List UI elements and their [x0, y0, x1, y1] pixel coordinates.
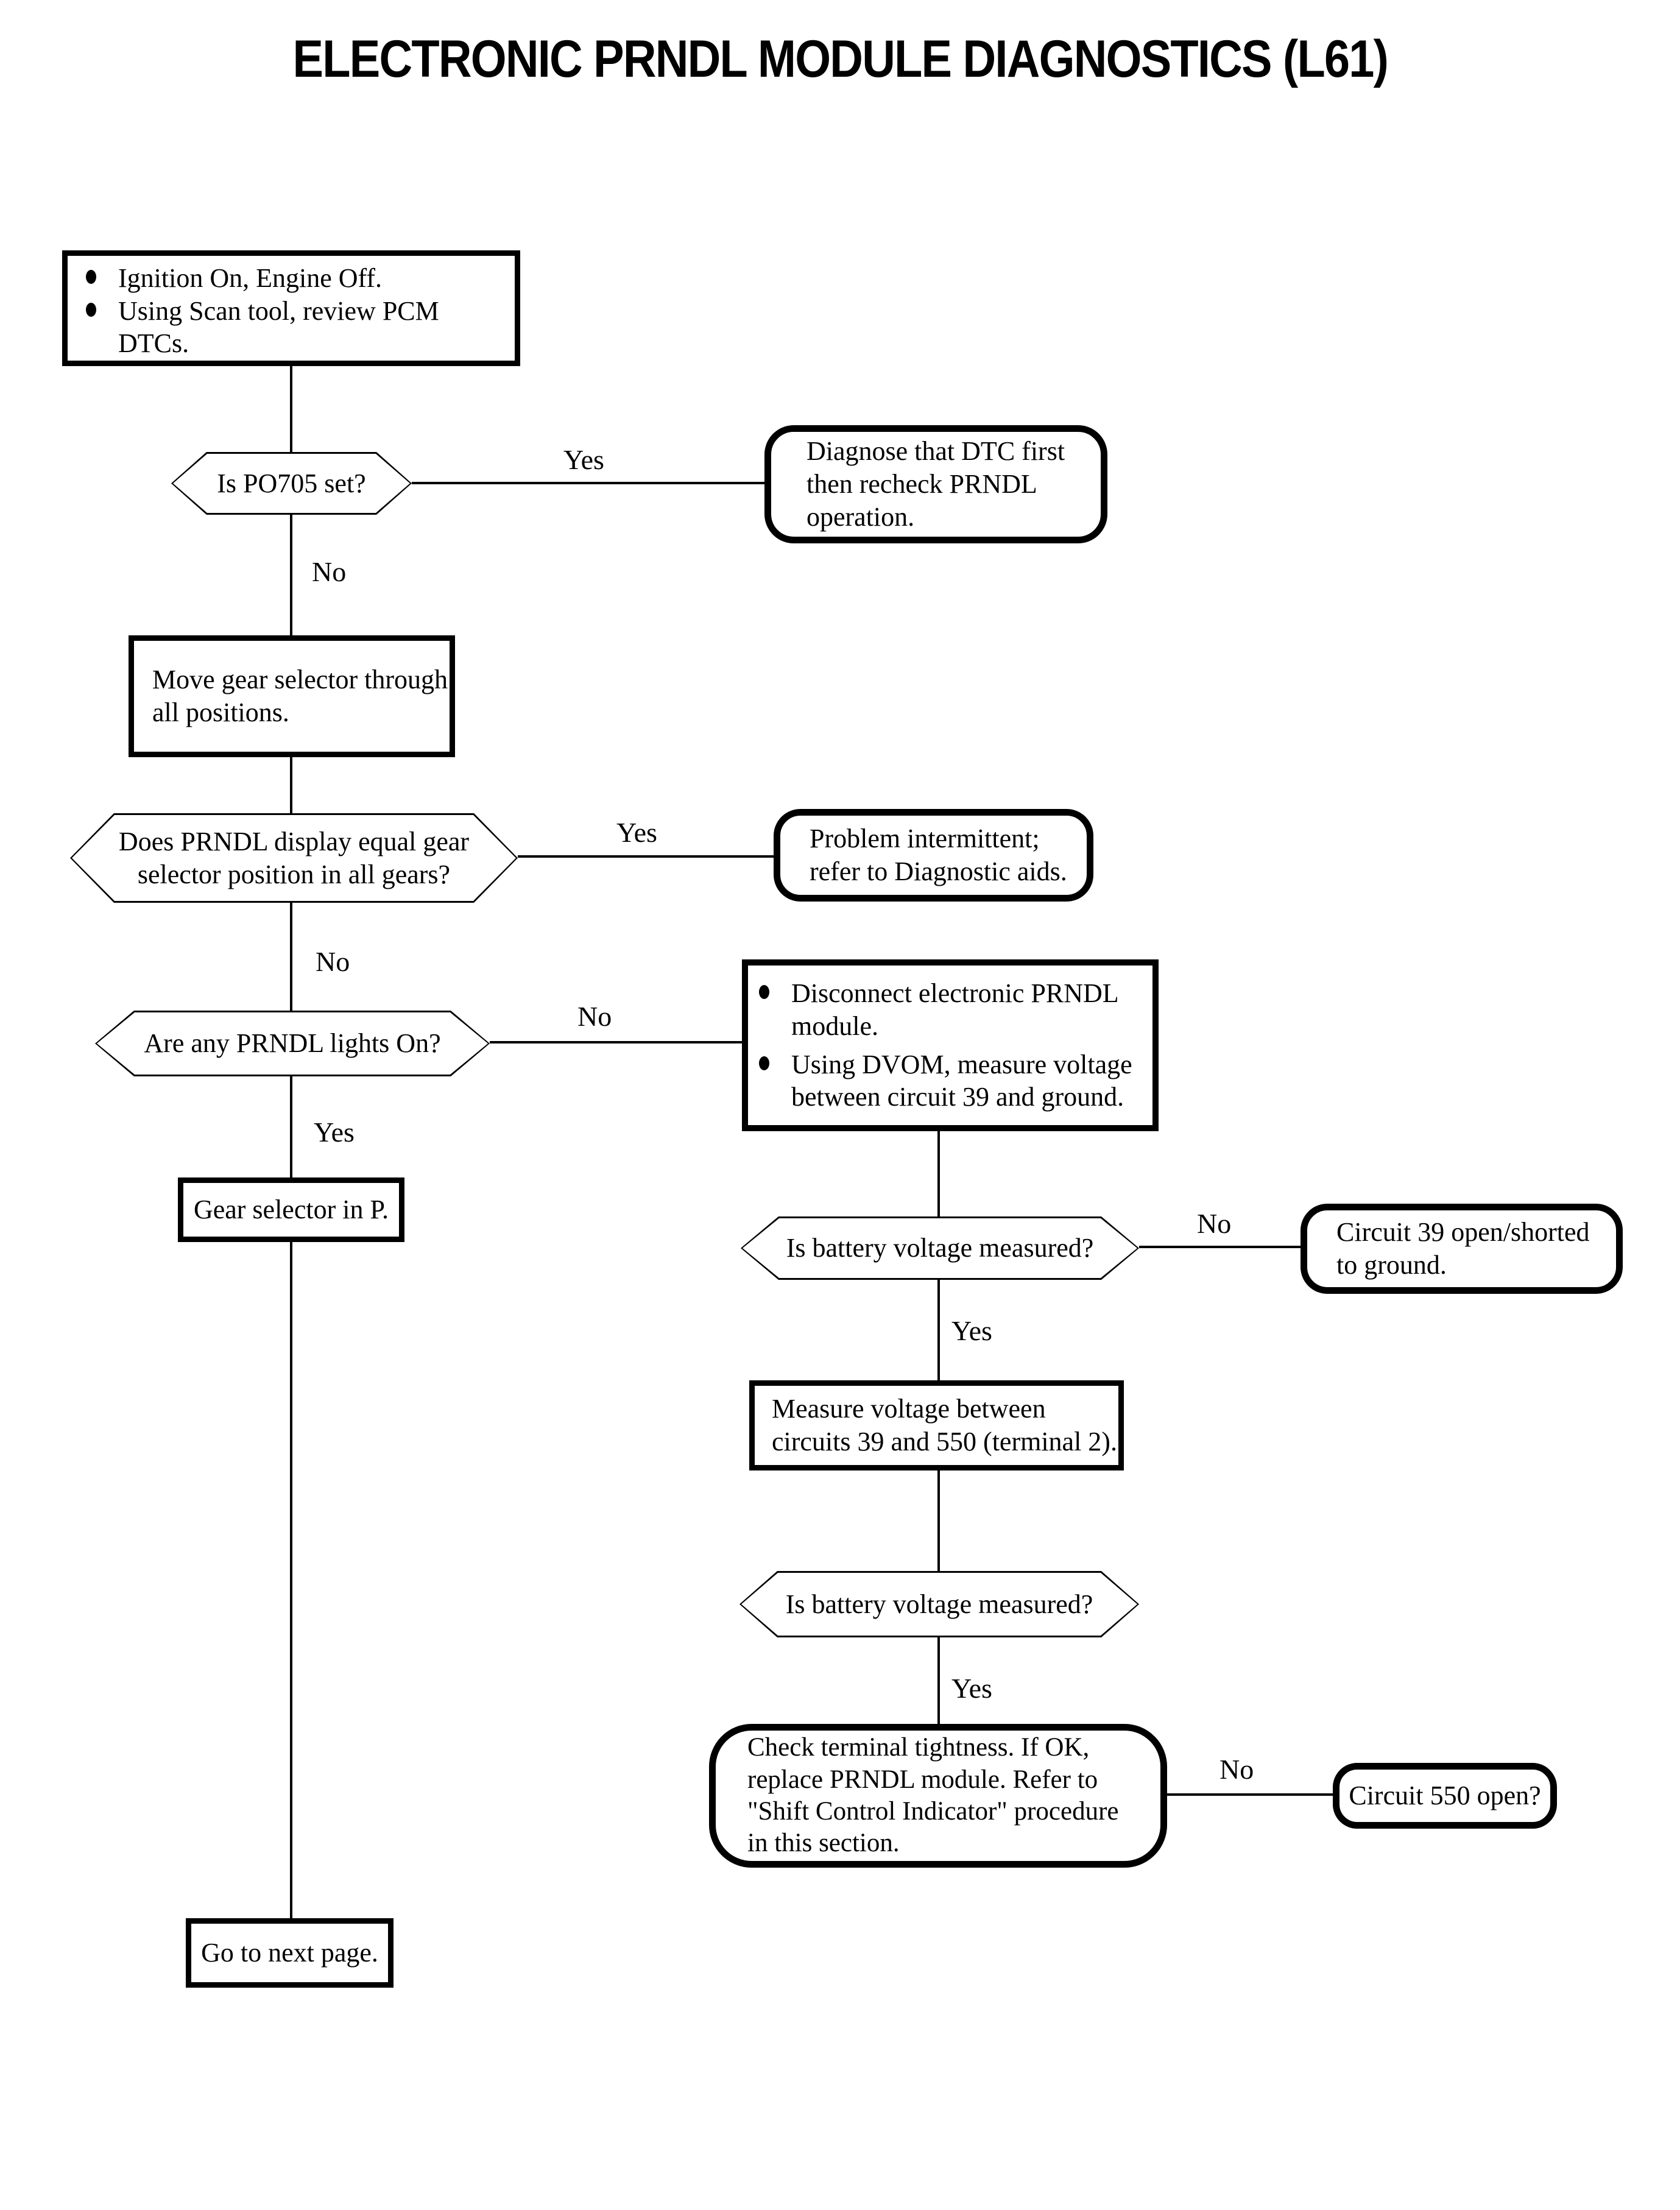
- process-text: Go to next page.: [201, 1938, 378, 1968]
- terminal-text: Diagnose that DTC first then recheck PRN…: [806, 436, 1065, 532]
- process-measure-voltage: Measure voltage between circuits 39 and …: [749, 1380, 1124, 1470]
- connector-line: [490, 1041, 742, 1043]
- terminal-circuit-550: Circuit 550 open?: [1333, 1763, 1557, 1829]
- process-go-to-next-page: Go to next page.: [186, 1918, 394, 1988]
- connector-line: [937, 1637, 940, 1724]
- connector-line: [518, 855, 774, 858]
- connector-line: [290, 515, 292, 635]
- bullet-item: Using Scan tool, review PCM DTCs.: [86, 295, 505, 360]
- bullet-text: Disconnect electronic PRNDL module.: [791, 978, 1119, 1041]
- bullet-icon: [86, 270, 96, 284]
- bullet-item: Disconnect electronic PRNDL module.: [759, 977, 1143, 1042]
- process-start: Ignition On, Engine Off. Using Scan tool…: [62, 250, 520, 366]
- edge-label-yes: Yes: [951, 1673, 992, 1704]
- connector-line: [412, 482, 764, 484]
- connector-line: [937, 1280, 940, 1380]
- process-gear-selector-in-p: Gear selector in P.: [178, 1177, 404, 1242]
- connector-line: [290, 903, 292, 1011]
- terminal-check-terminal-tightness: Check terminal tightness. If OK, replace…: [709, 1724, 1167, 1868]
- process-text: Move gear selector through all positions…: [152, 665, 448, 727]
- edge-label-yes: Yes: [314, 1117, 355, 1148]
- edge-label-no: No: [316, 946, 350, 977]
- bullet-list: Disconnect electronic PRNDL module. Usin…: [748, 966, 1152, 1125]
- connector-line: [290, 757, 292, 813]
- decision-text: Is battery voltage measured?: [785, 1589, 1093, 1619]
- terminal-problem-intermittent: Problem intermittent; refer to Diagnosti…: [774, 809, 1093, 902]
- decision-prndl-lights-on: Are any PRNDL lights On?: [95, 1011, 490, 1076]
- terminal-circuit-39: Circuit 39 open/shorted to ground.: [1301, 1204, 1623, 1294]
- connector-line: [937, 1470, 940, 1571]
- terminal-text: Problem intermittent; refer to Diagnosti…: [810, 824, 1067, 886]
- bullet-icon: [759, 985, 769, 1000]
- bullet-item: Ignition On, Engine Off.: [86, 262, 505, 295]
- terminal-text: Circuit 550 open?: [1349, 1781, 1541, 1811]
- connector-line: [290, 1076, 292, 1177]
- terminal-text: Circuit 39 open/shorted to ground.: [1336, 1217, 1590, 1280]
- bullet-text: Using Scan tool, review PCM DTCs.: [118, 295, 439, 359]
- decision-text: Does PRNDL display equal gear selector p…: [118, 826, 470, 889]
- bullet-text: Ignition On, Engine Off.: [118, 263, 383, 293]
- decision-battery-voltage-2: Is battery voltage measured?: [739, 1571, 1139, 1637]
- edge-label-no: No: [1197, 1208, 1232, 1239]
- connector-line: [937, 1130, 940, 1216]
- decision-prndl-display-equal: Does PRNDL display equal gear selector p…: [70, 813, 518, 903]
- bullet-icon: [759, 1056, 769, 1070]
- terminal-text: Check terminal tightness. If OK, replace…: [747, 1733, 1119, 1858]
- edge-label-yes: Yes: [563, 444, 604, 475]
- process-text: Measure voltage between circuits 39 and …: [772, 1394, 1117, 1456]
- decision-text: Is battery voltage measured?: [786, 1233, 1094, 1263]
- edge-label-yes: Yes: [616, 817, 657, 848]
- process-move-gear-selector: Move gear selector through all positions…: [129, 635, 455, 757]
- decision-is-po705-set: Is PO705 set?: [171, 452, 412, 515]
- diagram-title-text: ELECTRONIC PRNDL MODULE DIAGNOSTICS (L61…: [292, 30, 1388, 88]
- bullet-list: Ignition On, Engine Off. Using Scan tool…: [68, 256, 515, 361]
- edge-label-no: No: [577, 1001, 612, 1032]
- bullet-icon: [86, 302, 96, 317]
- connector-line: [290, 1242, 292, 1918]
- connector-line: [1167, 1793, 1333, 1796]
- process-disconnect-module: Disconnect electronic PRNDL module. Usin…: [742, 959, 1159, 1131]
- decision-text: Are any PRNDL lights On?: [144, 1028, 441, 1059]
- process-text: Gear selector in P.: [193, 1195, 389, 1225]
- bullet-item: Using DVOM, measure voltage between circ…: [759, 1048, 1143, 1114]
- connector-line: [1139, 1246, 1301, 1248]
- decision-battery-voltage-1: Is battery voltage measured?: [741, 1216, 1139, 1280]
- edge-label-no: No: [312, 556, 347, 587]
- terminal-diagnose-dtc: Diagnose that DTC first then recheck PRN…: [764, 425, 1107, 543]
- decision-text: Is PO705 set?: [217, 468, 366, 498]
- edge-label-no: No: [1219, 1754, 1254, 1785]
- diagram-title: ELECTRONIC PRNDL MODULE DIAGNOSTICS (L61…: [0, 29, 1680, 90]
- bullet-text: Using DVOM, measure voltage between circ…: [791, 1049, 1132, 1112]
- edge-label-yes: Yes: [951, 1315, 992, 1346]
- connector-line: [290, 366, 292, 452]
